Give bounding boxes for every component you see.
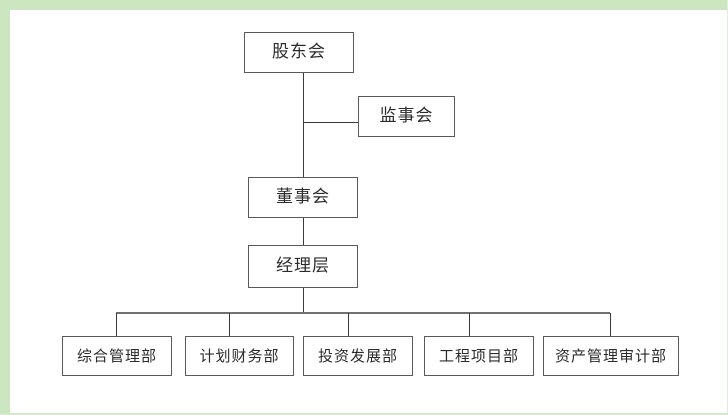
connector-drop-dept-3: [348, 313, 349, 336]
node-department-asset-audit-label: 资产管理审计部: [554, 346, 667, 365]
node-department-investment-label: 投资发展部: [317, 346, 398, 365]
connector-department-bus: [116, 312, 610, 314]
frame-border-bottom: [0, 413, 728, 415]
node-department-general[interactable]: 综合管理部: [62, 336, 172, 376]
node-department-finance[interactable]: 计划财务部: [185, 336, 294, 376]
node-board[interactable]: 董事会: [248, 177, 358, 218]
node-department-finance-label: 计划财务部: [199, 346, 280, 365]
node-board-label: 董事会: [276, 187, 330, 207]
frame-band-top: [0, 0, 728, 10]
node-supervisors-label: 监事会: [379, 106, 434, 126]
connector-drop-dept-2: [229, 313, 230, 336]
org-chart-diagram: 股东会 监事会 董事会 经理层 综合管理部 计划财务部 投资发展部 工程项目部 …: [10, 10, 727, 413]
connector-board-to-management: [303, 218, 304, 245]
node-department-asset-audit[interactable]: 资产管理审计部: [543, 336, 679, 376]
frame-band-left: [0, 0, 10, 415]
connector-drop-dept-4: [469, 313, 470, 336]
connector-drop-dept-5: [610, 313, 611, 336]
node-shareholders[interactable]: 股东会: [244, 32, 354, 73]
node-department-engineering-label: 工程项目部: [438, 346, 519, 365]
node-department-engineering[interactable]: 工程项目部: [424, 336, 534, 376]
connector-shareholders-stem: [303, 73, 304, 177]
connector-management-stem: [303, 288, 304, 313]
node-supervisors[interactable]: 监事会: [358, 96, 455, 137]
node-department-general-label: 综合管理部: [76, 346, 157, 365]
node-shareholders-label: 股东会: [272, 42, 326, 62]
connector-shareholders-to-supervisors: [303, 122, 359, 123]
node-management[interactable]: 经理层: [248, 245, 358, 288]
node-management-label: 经理层: [276, 256, 330, 276]
connector-drop-dept-1: [116, 313, 117, 336]
node-department-investment[interactable]: 投资发展部: [303, 336, 413, 376]
